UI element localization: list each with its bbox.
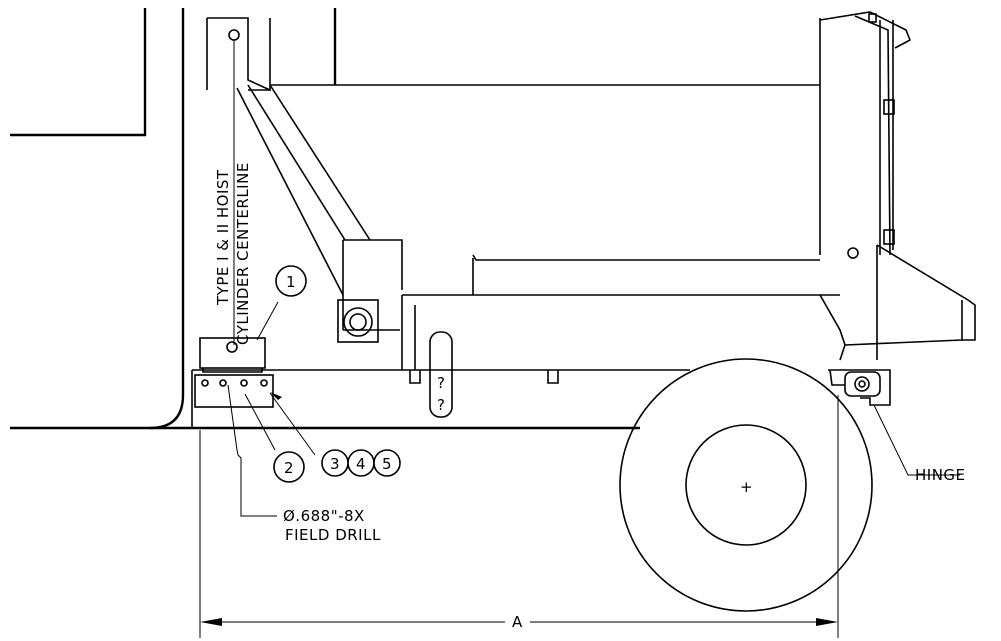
balloon-1-label: 1 [286,273,296,291]
wheel [619,358,873,612]
frame-rail [150,369,690,430]
hub-mark: + [740,478,753,496]
hoist-label-line1: TYPE I & II HOIST [214,169,232,306]
cab-outline [10,8,337,430]
cylinder-clamp [199,337,266,373]
balloon-4-label: 4 [356,455,366,473]
cylinder-brace [236,84,403,330]
balloon-5 [373,449,401,477]
cylinder-pivot [337,299,379,343]
balloon-3-label: 3 [330,455,340,473]
balloon-2-label: 2 [284,459,294,477]
balloon-5-label: 5 [382,455,392,473]
flap-mark-1: ? [437,374,445,392]
balloon-2 [273,451,305,483]
dimension-label: A [512,613,523,631]
hinge-assembly [828,369,960,476]
hinge-label: HINGE [915,466,966,484]
drill-label-line1: Ø.688"-8X [283,507,365,525]
hoist-mount-plate [206,17,271,345]
mud-flap [429,331,453,418]
flap-mark-2: ? [437,396,445,414]
leader-lines [227,301,316,517]
tailgate [819,11,976,360]
dimension-a [199,395,839,638]
drill-label-line2: FIELD DRILL [285,526,381,544]
frame-bracket [194,374,274,408]
hoist-label-line2: CYLINDER CENTERLINE [234,162,252,345]
balloon-1 [275,265,307,297]
dump-body [248,18,846,384]
